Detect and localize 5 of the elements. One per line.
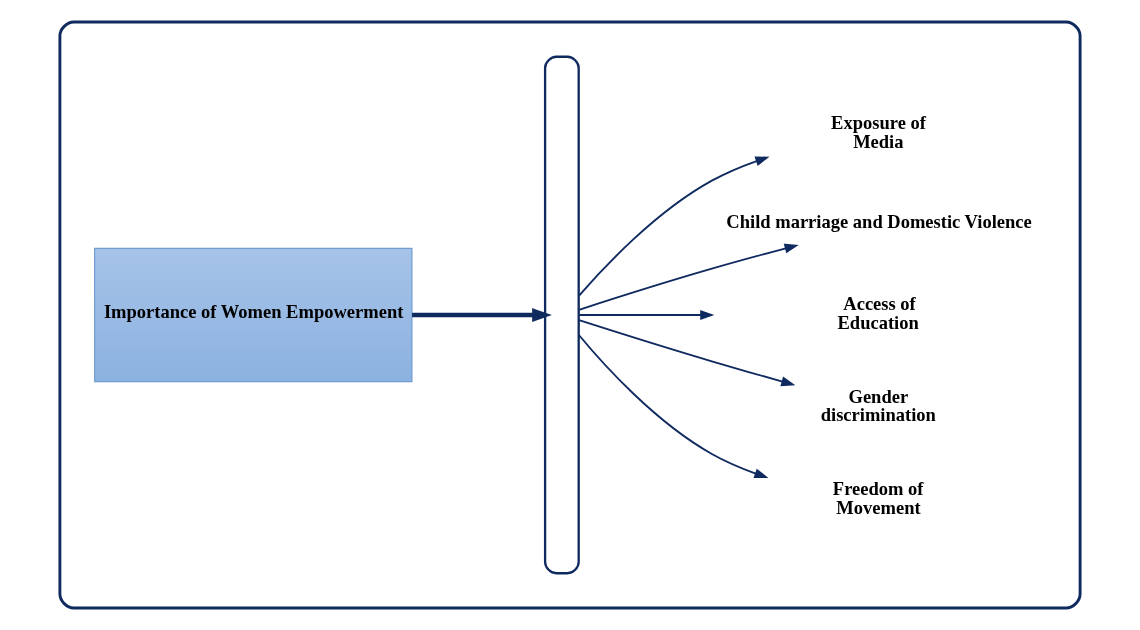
node-text: Gender discrimination bbox=[820, 385, 936, 426]
node-text: Access of Education bbox=[837, 293, 919, 333]
node-text: Exposure of Media bbox=[831, 112, 926, 153]
node-text: Child marriage and Domestic Violence bbox=[726, 210, 1032, 232]
node-text: Freedom of Movement bbox=[832, 478, 924, 518]
